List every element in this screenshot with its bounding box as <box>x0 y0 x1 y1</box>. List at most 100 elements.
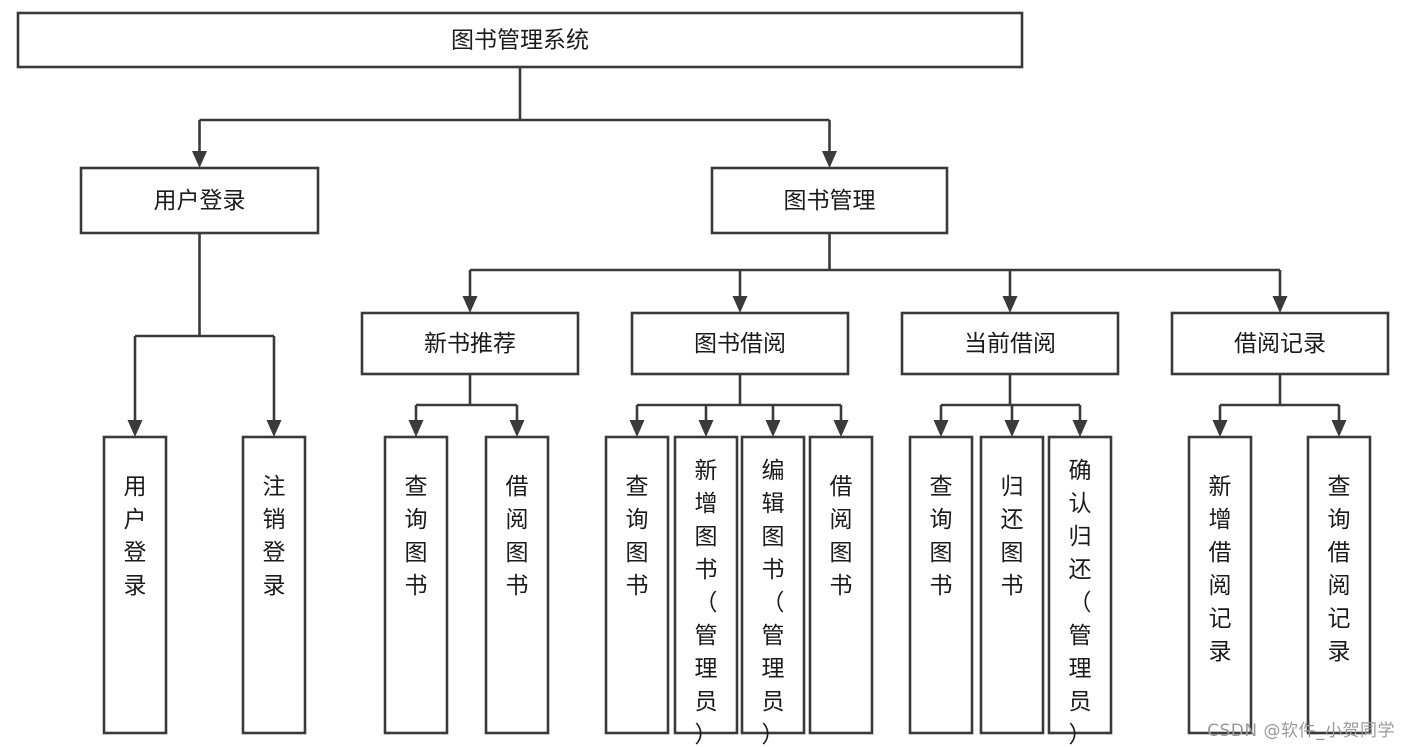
svg-text:理: 理 <box>762 656 785 682</box>
svg-text:还: 还 <box>1001 507 1024 533</box>
svg-text:记: 记 <box>1209 606 1232 632</box>
svg-text:登: 登 <box>263 540 286 566</box>
svg-text:借: 借 <box>506 474 529 500</box>
node-label: 图书借阅 <box>694 331 786 357</box>
node-box <box>808 435 874 735</box>
node-box <box>710 166 949 235</box>
svg-text:图: 图 <box>762 524 785 550</box>
svg-text:（: （ <box>1069 590 1092 616</box>
arrow-head-icon <box>509 420 525 437</box>
node-box <box>241 435 307 735</box>
arrow-head-icon <box>192 151 207 168</box>
node-box <box>16 11 1024 69</box>
svg-text:录: 录 <box>1209 639 1232 665</box>
svg-text:）: ） <box>695 722 718 747</box>
svg-text:归: 归 <box>1001 474 1024 500</box>
svg-text:书: 书 <box>1001 573 1024 599</box>
svg-text:阅: 阅 <box>830 507 853 533</box>
arrow-head-icon <box>833 420 849 437</box>
svg-text:图: 图 <box>405 540 428 566</box>
svg-text:新: 新 <box>1209 474 1232 500</box>
svg-text:登: 登 <box>124 540 147 566</box>
node-book-manage[interactable]: 图书管理 <box>710 166 949 235</box>
connector-layer <box>127 67 1347 437</box>
node-box <box>630 311 850 376</box>
svg-text:借: 借 <box>1328 540 1351 566</box>
node-box <box>383 435 449 735</box>
node-box <box>673 435 739 735</box>
svg-text:询: 询 <box>1328 507 1351 533</box>
svg-text:管: 管 <box>1069 623 1092 649</box>
arrow-head-icon <box>127 420 143 437</box>
node-user-login[interactable]: 用户登录 <box>79 166 320 235</box>
svg-text:书: 书 <box>626 573 649 599</box>
svg-text:询: 询 <box>626 507 649 533</box>
svg-text:）: ） <box>1069 722 1092 747</box>
arrow-head-icon <box>1272 296 1288 313</box>
svg-text:图: 图 <box>506 540 529 566</box>
arrow-head-icon <box>732 296 748 313</box>
arrow-head-icon <box>765 420 781 437</box>
node-label: 用户登录 <box>124 474 147 599</box>
node-current-borrow[interactable]: 当前借阅 <box>900 311 1120 376</box>
svg-text:查: 查 <box>930 474 953 500</box>
arrow-head-icon <box>1004 420 1020 437</box>
svg-text:辑: 辑 <box>762 491 785 517</box>
svg-text:确: 确 <box>1069 458 1092 484</box>
svg-text:还: 还 <box>1069 557 1092 583</box>
arrow-head-icon <box>933 420 949 437</box>
svg-text:增: 增 <box>695 491 718 517</box>
arrow-head-icon <box>1002 296 1018 313</box>
svg-text:（: （ <box>695 590 718 616</box>
node-book-borrow[interactable]: 图书借阅 <box>630 311 850 376</box>
svg-text:（: （ <box>762 590 785 616</box>
svg-text:理: 理 <box>695 656 718 682</box>
node-box <box>900 311 1120 376</box>
node-leaf-user-login[interactable]: 用户登录 <box>102 435 168 735</box>
svg-text:管: 管 <box>762 623 785 649</box>
node-label: 借阅记录 <box>1234 331 1326 357</box>
svg-text:户: 户 <box>124 507 147 533</box>
arrow-head-icon <box>822 151 837 168</box>
arrow-head-icon <box>1212 420 1228 437</box>
node-new-book-recommend[interactable]: 新书推荐 <box>360 311 580 376</box>
svg-text:管: 管 <box>695 623 718 649</box>
svg-text:图: 图 <box>1001 540 1024 566</box>
svg-text:图: 图 <box>930 540 953 566</box>
svg-text:新: 新 <box>695 458 718 484</box>
node-layer: 图书管理系统用户登录图书管理新书推荐图书借阅当前借阅借阅记录用户登录注销登录查询… <box>16 11 1390 747</box>
node-box <box>360 311 580 376</box>
svg-text:查: 查 <box>626 474 649 500</box>
svg-text:图: 图 <box>626 540 649 566</box>
svg-text:借: 借 <box>830 474 853 500</box>
node-borrow-record[interactable]: 借阅记录 <box>1170 311 1390 376</box>
svg-text:图: 图 <box>830 540 853 566</box>
node-root[interactable]: 图书管理系统 <box>16 11 1024 69</box>
node-box <box>1306 435 1372 735</box>
svg-text:增: 增 <box>1209 507 1232 533</box>
svg-text:用: 用 <box>124 474 147 500</box>
node-box <box>908 435 974 735</box>
svg-text:销: 销 <box>263 507 286 533</box>
